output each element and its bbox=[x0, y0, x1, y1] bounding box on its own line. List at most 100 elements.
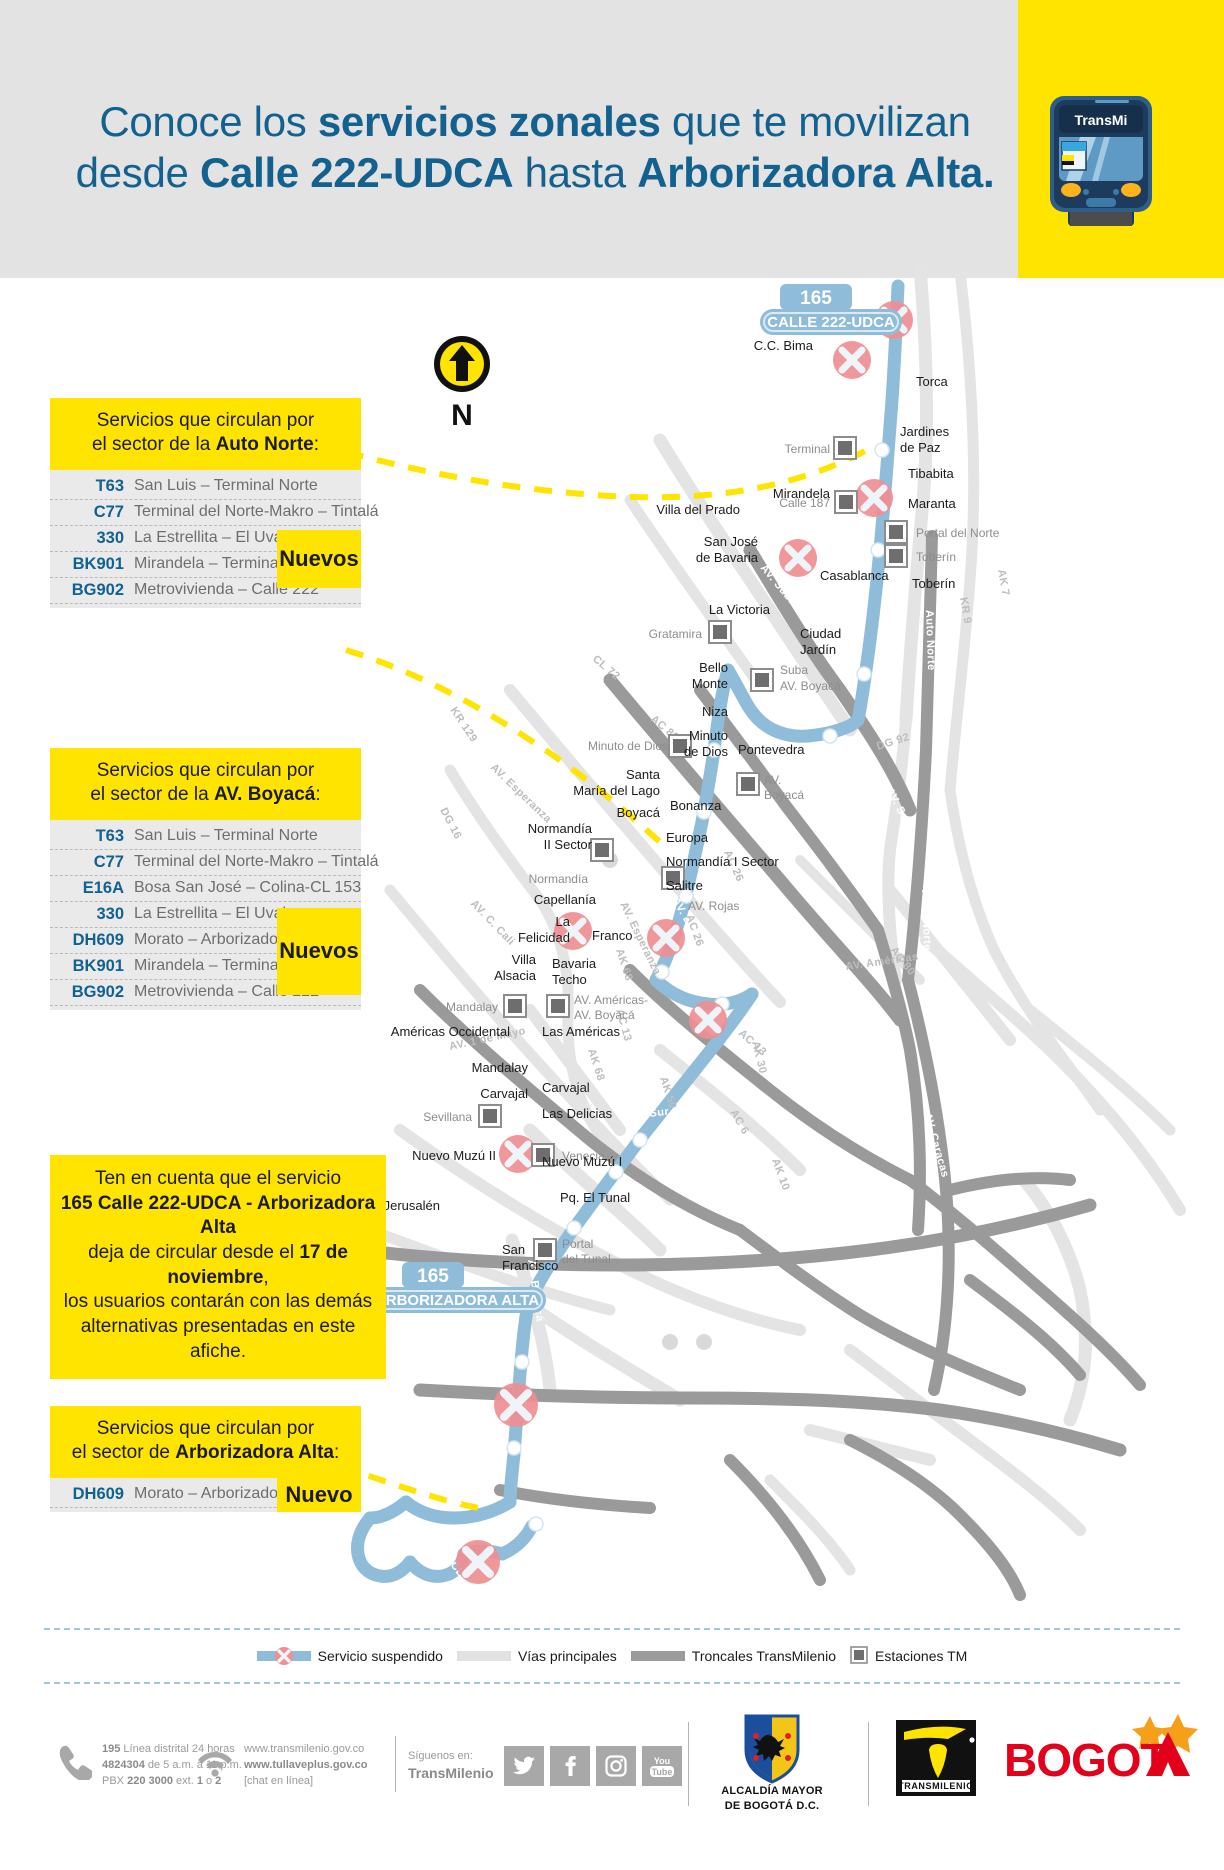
stop-label-carvajal-w: Carvajal bbox=[480, 1086, 528, 1101]
road-label-dg-16: DG 16 bbox=[437, 806, 463, 841]
stop-label-tibabita: Tibabita bbox=[908, 466, 955, 481]
web-transmilenio[interactable]: www.transmilenio.gov.co bbox=[244, 1743, 365, 1755]
panel-auto-norte-header: Servicios que circulan por el sector de … bbox=[50, 398, 361, 470]
station-label-terminal: Terminal bbox=[785, 442, 830, 456]
phone-195: 195 bbox=[102, 1743, 121, 1755]
twitter-icon[interactable] bbox=[503, 1746, 544, 1786]
legend-label: Servicio suspendido bbox=[317, 1648, 443, 1664]
stop-label-jardines-de-paz-1: Jardines bbox=[900, 424, 950, 439]
panel-av-boyaca-head-l2a: el sector de la bbox=[90, 784, 214, 806]
tm-station-icon bbox=[833, 436, 857, 460]
stop-label-las-americas: Las Américas bbox=[542, 1024, 621, 1039]
route-badge-south-name: ARBORIZADORA ALTA bbox=[375, 1292, 539, 1309]
legend-label: Vías principales bbox=[517, 1648, 617, 1664]
title-part-4: desde bbox=[75, 149, 200, 197]
service-row[interactable]: E16A Bosa San José – Colina-CL 153 bbox=[50, 876, 361, 902]
stop-label-san-francisco-1: San bbox=[502, 1242, 525, 1257]
alcaldia-logo: ALCALDÍA MAYOR DE BOGOTÁ D.C. bbox=[712, 1712, 832, 1812]
stop-label-torca: Torca bbox=[916, 374, 949, 389]
dashed-connector-layer bbox=[337, 443, 876, 1513]
service-row[interactable]: 330 La Estrellita – El Uval bbox=[50, 902, 361, 928]
panel-auto-norte-head-l2a: el sector de la bbox=[91, 434, 216, 456]
station-label-av-boyaca-1: AV. bbox=[764, 773, 781, 787]
service-row[interactable]: T63 San Luis – Terminal Norte bbox=[50, 824, 361, 850]
alcaldia-label: ALCALDÍA MAYOR DE BOGOTÁ D.C. bbox=[712, 1784, 832, 1814]
stop-label-toberin: Toberín bbox=[912, 576, 955, 591]
facebook-icon[interactable] bbox=[549, 1746, 590, 1786]
tm-station-icons-layer bbox=[478, 436, 908, 1262]
alcaldia-line-2: DE BOGOTÁ D.C. bbox=[724, 1799, 820, 1812]
panel-auto-norte-head-l2c: : bbox=[313, 434, 319, 456]
suspended-marker bbox=[494, 1383, 538, 1427]
service-row[interactable]: C77 Terminal del Norte-Makro – Tintalá bbox=[50, 850, 379, 876]
road-label-av-c-cali: AV. C. Cali bbox=[468, 898, 517, 948]
panel-arborizadora-head-l2c: : bbox=[333, 1442, 340, 1464]
service-row[interactable]: T63 San Luis – Terminal Norte bbox=[50, 474, 361, 500]
service-row[interactable]: BG902 Metrovivienda – Calle 222 bbox=[50, 578, 361, 604]
service-row[interactable]: BK901 Mirandela – Terminal bbox=[50, 954, 361, 980]
panel-av-boyaca: Servicios que circulan por el sector de … bbox=[50, 748, 379, 1010]
panel-av-boyaca-sector: AV. Boyacá bbox=[213, 784, 316, 806]
web-chat: [chat en línea] bbox=[244, 1774, 314, 1787]
route-badge-north-name: CALLE 222-UDCA bbox=[767, 314, 895, 331]
footer-divider-2 bbox=[688, 1722, 689, 1806]
notice-line-1: Ten en cuenta que el servicio bbox=[94, 1168, 342, 1189]
panel-auto-norte: Servicios que circulan por el sector de … bbox=[50, 398, 379, 608]
phone-195-desc: Línea distrital 24 horas bbox=[120, 1743, 235, 1755]
service-code: DH609 bbox=[72, 930, 124, 949]
service-row[interactable]: BG902 Metrovivienda – Calle 222 bbox=[50, 980, 361, 1006]
service-name: La Estrellita – El Uval bbox=[134, 905, 287, 923]
stop-label-americas-occidental: Américas Occidental bbox=[391, 1024, 510, 1039]
service-code: T63 bbox=[95, 826, 124, 845]
stop-label-las-delicias: Las Delicias bbox=[542, 1106, 613, 1121]
dashed-line-av-boyaca bbox=[345, 647, 663, 845]
compass-letter: N bbox=[451, 399, 473, 432]
service-row[interactable]: BK901 Mirandela – Terminal bbox=[50, 552, 361, 578]
station-label-portal-tunal-2: del Tunal bbox=[562, 1252, 611, 1266]
route-badge-north-number: 165 bbox=[800, 288, 832, 309]
road-label-auto-sur-2: Auto Sur bbox=[619, 1106, 670, 1123]
panel-av-boyaca-body: T63 San Luis – Terminal Norte C77 Termin… bbox=[50, 819, 379, 1010]
stop-label-bonanza: Bonanza bbox=[670, 798, 722, 813]
service-row[interactable]: 330 La Estrellita – El Uval bbox=[50, 526, 361, 552]
panel-auto-norte-head-l1: Servicios que circulan por bbox=[96, 410, 315, 431]
web-text: www.transmilenio.gov.co www.tullaveplus.… bbox=[244, 1742, 367, 1790]
social-handle: TransMilenio bbox=[408, 1764, 494, 1781]
instagram-icon[interactable] bbox=[595, 1746, 636, 1786]
service-row[interactable]: C77 Terminal del Norte-Makro – Tintalá bbox=[50, 500, 379, 526]
service-row[interactable]: DH609 Morato – Arborizadora Alta bbox=[50, 1482, 361, 1508]
service-row[interactable]: DH609 Morato – Arborizadora Alta bbox=[50, 928, 361, 954]
youtube-icon[interactable]: You Tube bbox=[641, 1746, 682, 1786]
legend-label: Estaciones TM bbox=[875, 1648, 968, 1664]
stop-label-santa-maria-2: María del Lago bbox=[573, 783, 660, 798]
notice-line-5: alternativas presentadas en este afiche. bbox=[80, 1316, 356, 1362]
stop-label-niza: Niza bbox=[702, 704, 729, 719]
stop-label-la-felicidad-2: Felicidad bbox=[518, 930, 570, 945]
stop-label-jardines-de-paz-2: de Paz bbox=[900, 440, 940, 455]
stop-label-normandia-ii-2: II Sector bbox=[544, 837, 593, 852]
station-label-av-americas-2: AV. Boyacá bbox=[574, 1008, 635, 1022]
stop-label-villa-del-prado: Villa del Prado bbox=[656, 502, 740, 517]
pbx-ext-2: 2 bbox=[215, 1774, 222, 1787]
svg-text:You: You bbox=[653, 1756, 669, 1766]
tm-station-icon bbox=[750, 668, 774, 692]
tm-station-icon bbox=[503, 994, 527, 1018]
panel-av-boyaca-header: Servicios que circulan por el sector de … bbox=[50, 748, 361, 820]
notice-line-4: los usuarios contarán con las demás bbox=[63, 1291, 373, 1313]
wifi-icon bbox=[196, 1742, 234, 1785]
stop-label-minuto-2: de Dios bbox=[684, 744, 729, 759]
legend-item-troncales: Troncales TransMilenio bbox=[630, 1648, 836, 1664]
web-tullaveplus[interactable]: www.tullaveplus.gov.co bbox=[244, 1758, 368, 1771]
stop-label-nuevo-muzu-i: Nuevo Muzú I bbox=[542, 1154, 622, 1169]
north-compass: N bbox=[432, 333, 492, 433]
service-name: Terminal del Norte-Makro – Tintalá bbox=[134, 503, 379, 521]
service-code: 330 bbox=[96, 528, 124, 547]
legend-divider-bottom bbox=[44, 1682, 1180, 1684]
tm-station-icon bbox=[546, 994, 570, 1018]
service-name: Morato – Arborizadora Alta bbox=[134, 1485, 324, 1503]
notice-line-3a: deja de circular desde el bbox=[88, 1242, 300, 1264]
stop-label-bello-monte-1: Bello bbox=[699, 660, 728, 675]
service-name: Metrovivienda – Calle 222 bbox=[134, 983, 319, 1001]
route-badge-south-number: 165 bbox=[417, 1266, 449, 1287]
service-discontinued-notice: Ten en cuenta que el servicio 165 Calle … bbox=[50, 1155, 386, 1379]
